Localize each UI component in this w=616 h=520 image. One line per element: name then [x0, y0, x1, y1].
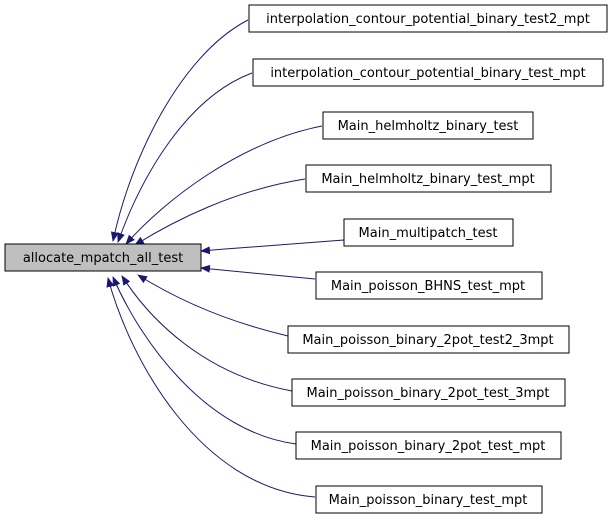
node-caller-7[interactable]: Main_poisson_binary_2pot_test2_3mpt — [287, 325, 570, 354]
nodes: allocate_mpatch_all_test interpolation_c… — [4, 4, 608, 514]
node-caller-8-label: Main_poisson_binary_2pot_test_3mpt — [306, 386, 549, 401]
node-caller-9[interactable]: Main_poisson_binary_2pot_test_mpt — [295, 431, 562, 460]
node-caller-8[interactable]: Main_poisson_binary_2pot_test_3mpt — [291, 378, 566, 407]
edge-6 — [200, 264, 316, 280]
node-caller-1[interactable]: interpolation_contour_potential_binary_t… — [248, 4, 608, 33]
edge-8 — [121, 275, 293, 392]
node-root[interactable]: allocate_mpatch_all_test — [4, 243, 202, 272]
edge-9 — [112, 276, 297, 445]
node-caller-10[interactable]: Main_poisson_binary_test_mpt — [315, 485, 543, 514]
node-caller-5-label: Main_multipatch_test — [359, 226, 498, 241]
node-root-label: allocate_mpatch_all_test — [23, 251, 183, 266]
edge-3 — [125, 125, 323, 245]
node-caller-6[interactable]: Main_poisson_BHNS_test_mpt — [315, 271, 543, 300]
node-caller-7-label: Main_poisson_binary_2pot_test2_3mpt — [302, 333, 553, 348]
node-caller-4-label: Main_helmholtz_binary_test_mpt — [321, 172, 534, 187]
edge-7 — [137, 274, 289, 337]
node-caller-9-label: Main_poisson_binary_2pot_test_mpt — [311, 439, 546, 454]
edge-5 — [200, 239, 345, 255]
node-caller-5[interactable]: Main_multipatch_test — [343, 218, 514, 247]
node-caller-3-label: Main_helmholtz_binary_test — [338, 119, 519, 134]
node-caller-4[interactable]: Main_helmholtz_binary_test_mpt — [305, 164, 552, 193]
node-caller-6-label: Main_poisson_BHNS_test_mpt — [331, 279, 525, 294]
node-caller-2-label: interpolation_contour_potential_binary_t… — [270, 66, 585, 81]
edge-4 — [134, 178, 306, 246]
edge-2 — [117, 72, 253, 243]
node-caller-10-label: Main_poisson_binary_test_mpt — [329, 493, 528, 508]
edge-10 — [106, 277, 316, 498]
node-caller-2[interactable]: interpolation_contour_potential_binary_t… — [252, 58, 604, 87]
edge-1 — [110, 19, 249, 242]
node-caller-3[interactable]: Main_helmholtz_binary_test — [322, 111, 534, 140]
node-caller-1-label: interpolation_contour_potential_binary_t… — [266, 12, 590, 27]
edges — [106, 19, 345, 498]
